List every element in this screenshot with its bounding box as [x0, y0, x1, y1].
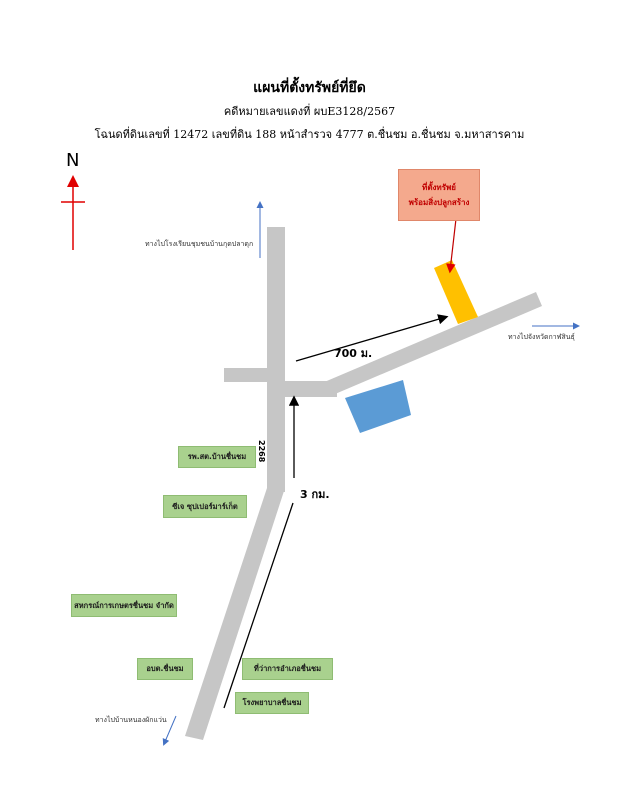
road-number-label: 2268: [257, 440, 266, 463]
landmark-district-office: ที่ว่าการอำเภอชื่นชม: [242, 658, 333, 680]
case-number: คดีหมายเลขแดงที่ ผบE3128/2567: [223, 105, 396, 118]
north-direction-label: ทางไปโรงเรียนชุมชนบ้านกุดปลาดุก: [145, 240, 254, 248]
property-parcel: [434, 260, 478, 324]
road-junction: [267, 381, 337, 397]
road-south: [185, 488, 285, 740]
south-direction-arrow: [162, 715, 177, 746]
landmark-supermarket: ซีเจ ซุปเปอร์มาร์เก็ต: [163, 495, 247, 518]
landmark-hospital-sub: รพ.สต.บ้านชื่นชม: [178, 446, 256, 468]
property-label-box: ที่ตั้งทรัพย์ พร้อมสิ่งปลูกสร้าง: [398, 169, 480, 221]
property-label-line2: พร้อมสิ่งปลูกสร้าง: [408, 198, 470, 207]
property-label-line1: ที่ตั้งทรัพย์: [422, 183, 456, 192]
north-arrow-icon: [61, 175, 85, 250]
landmark-cooperative: สหกรณ์การเกษตรชื่นชม จำกัด: [71, 594, 177, 617]
landmark-sao: อบต.ชื่นชม: [137, 658, 193, 680]
roads: [185, 227, 542, 740]
east-distance-arrow: [295, 314, 449, 362]
east-direction-label: ทางไปจังหวัดกาฬสินธุ์: [508, 333, 575, 341]
south-direction-label: ทางไปบ้านหนองผักแว่น: [95, 716, 167, 724]
south-distance-line: [223, 502, 294, 709]
road-east: [322, 292, 542, 397]
north-label: N: [66, 150, 80, 171]
east-distance-label: 700 ม.: [334, 347, 373, 360]
road-north-south: [267, 227, 285, 492]
pond-shape: [345, 380, 411, 433]
north-distance-label: 3 กม.: [300, 488, 330, 501]
landmark-hospital: โรงพยาบาลชื่นชม: [235, 692, 309, 714]
deed-info: โฉนดที่ดินเลขที่ 12472 เลขที่ดิน 188 หน้…: [94, 128, 525, 141]
road-west-stub: [224, 368, 284, 382]
map-title: แผนที่ตั้งทรัพย์ที่ยึด: [253, 80, 366, 96]
